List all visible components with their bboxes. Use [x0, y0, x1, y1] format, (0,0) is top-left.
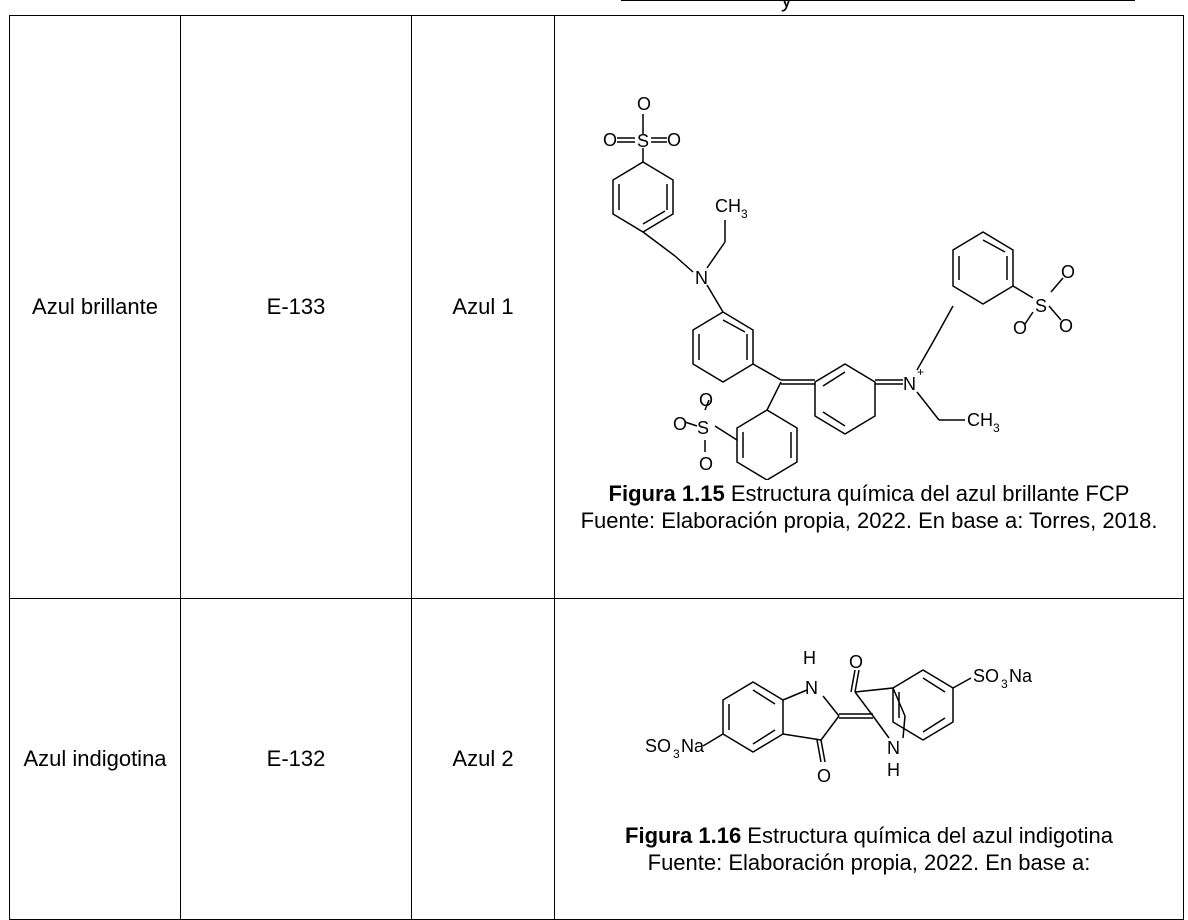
- atom-label: S: [1035, 296, 1047, 316]
- table-row: Azul brillante E-133 Azul 1: [9, 15, 1184, 599]
- atom-label: O: [699, 390, 713, 410]
- colorant-alt-name: Azul 1: [411, 15, 555, 599]
- atom-label: 3: [741, 207, 748, 221]
- atom-label: O: [603, 130, 617, 150]
- figure-caption: Figura 1.15 Estructura química del azul …: [555, 480, 1183, 535]
- atom-label: 3: [993, 421, 1000, 435]
- atom-label: S: [637, 131, 649, 151]
- atom-label: Na: [681, 736, 705, 756]
- atom-label: 3: [1001, 677, 1008, 691]
- atom-label: N: [903, 374, 916, 394]
- atom-label: O: [817, 766, 831, 786]
- figure-cell: O O S O N CH 3 N + CH 3 S O O O O O: [554, 15, 1184, 599]
- brilliant-blue-structure: O O S O N CH 3 N + CH 3 S O O O O O: [603, 94, 1075, 480]
- atom-label: O: [667, 130, 681, 150]
- colorant-code: E-132: [180, 598, 412, 920]
- atom-label: O: [699, 454, 713, 474]
- atom-label: O: [1013, 318, 1027, 338]
- atom-label: 3: [673, 747, 680, 761]
- atom-label: O: [1061, 262, 1075, 282]
- figure-title: Estructura química del azul brillante FC…: [724, 480, 1130, 506]
- atom-label: N: [887, 738, 900, 758]
- atom-label: CH: [967, 410, 993, 430]
- atom-label: O: [1059, 316, 1073, 336]
- colorant-name: Azul brillante: [9, 15, 181, 599]
- figure-source: Fuente: Elaboración propia, 2022. En bas…: [580, 508, 1158, 533]
- atom-label: SO: [973, 666, 999, 686]
- figure-caption: Figura 1.16 Estructura química del azul …: [555, 822, 1183, 877]
- atom-label: Na: [1009, 666, 1033, 686]
- indigotine-structure: H N O O N H SO 3 Na SO 3 Na: [645, 648, 1033, 786]
- cut-off-text: y: [781, 0, 792, 13]
- atom-label: O: [637, 94, 651, 114]
- atom-label: SO: [645, 736, 671, 756]
- figure-cell: H N O O N H SO 3 Na SO 3 Na Figura 1.16 …: [554, 598, 1184, 920]
- atom-label: +: [917, 365, 924, 379]
- atom-label: O: [673, 414, 687, 434]
- atom-label: CH: [715, 196, 741, 216]
- figure-source: Fuente: Elaboración propia, 2022. En bas…: [647, 850, 1091, 875]
- atom-label: N: [805, 678, 818, 698]
- atom-label: H: [887, 760, 900, 780]
- figure-label: Figura 1.16: [625, 822, 742, 848]
- colorant-code: E-133: [180, 15, 412, 599]
- colorant-table: Azul brillante E-133 Azul 1: [9, 15, 1184, 920]
- top-rule: [621, 0, 1135, 1]
- figure-title: Estructura química del azul indigotina: [741, 822, 1113, 848]
- figure-label: Figura 1.15: [608, 480, 725, 506]
- table-row: Azul indigotina E-132 Azul 2: [9, 598, 1184, 920]
- atom-label: H: [803, 648, 816, 668]
- atom-label: S: [697, 418, 709, 438]
- atom-label: N: [695, 268, 708, 288]
- atom-label: O: [849, 652, 863, 672]
- colorant-name: Azul indigotina: [9, 598, 181, 920]
- colorant-alt-name: Azul 2: [411, 598, 555, 920]
